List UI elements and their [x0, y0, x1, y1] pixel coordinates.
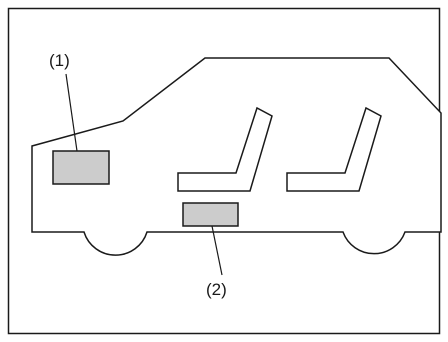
callout-1-leader	[65, 73, 78, 152]
callout-2-label: (2)	[206, 280, 227, 299]
car-body-outline	[31, 57, 442, 256]
component-2-box	[182, 202, 239, 227]
callout-2-leader	[211, 225, 223, 276]
callout-1-label: (1)	[49, 51, 70, 70]
rear-seat	[286, 106, 382, 192]
component-1-box	[52, 150, 110, 185]
front-seat	[177, 106, 273, 192]
